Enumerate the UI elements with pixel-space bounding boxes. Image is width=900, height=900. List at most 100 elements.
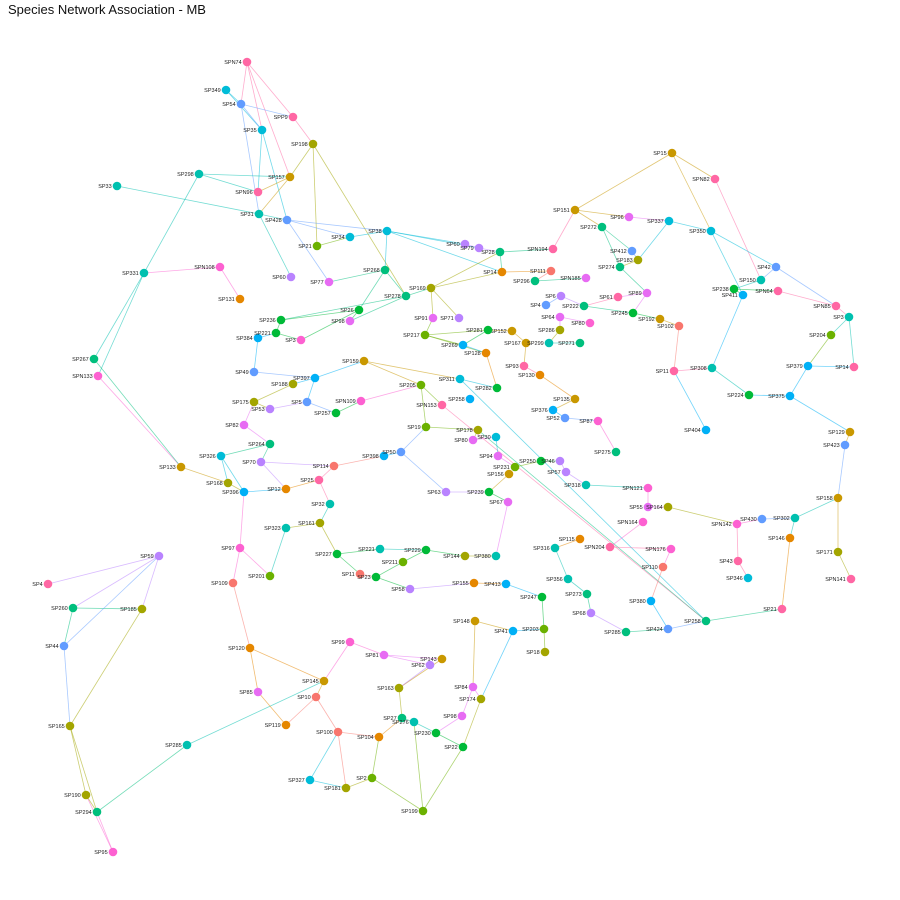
node-label: SP181 (324, 786, 341, 792)
node: SP111 (530, 266, 556, 276)
node-label: SP397 (293, 376, 310, 382)
node: SP135 (553, 394, 580, 404)
node: SP100 (316, 727, 343, 737)
edge (379, 548, 427, 551)
node-dot (729, 284, 739, 294)
node-label: SP227 (315, 552, 332, 558)
edge (794, 497, 839, 519)
node-label: SP311 (439, 377, 455, 383)
node-label: SP167 (504, 341, 521, 347)
node-dot (308, 139, 318, 149)
node-label: SP260 (51, 606, 68, 612)
node-dot (833, 493, 843, 503)
node-label: SP318 (564, 483, 581, 489)
node-label: SP35 (243, 128, 256, 134)
node: SP397 (293, 373, 320, 383)
node: SP285 (604, 627, 631, 637)
node: SP15 (653, 148, 677, 158)
node: SP204 (809, 330, 836, 340)
node-dot (655, 314, 665, 324)
node: SP61 (599, 292, 623, 302)
edge (269, 401, 308, 410)
node-label: SP94 (479, 454, 492, 460)
node: SP424 (646, 624, 673, 634)
edge (375, 576, 411, 590)
node: SP171 (816, 547, 843, 557)
node-label: SP145 (302, 679, 319, 685)
node: SP95 (94, 847, 118, 857)
edge (398, 687, 403, 719)
node-dot (253, 687, 263, 697)
edge (240, 103, 263, 131)
node: SP260 (51, 603, 78, 613)
edge (246, 61, 294, 118)
node-label: SP267 (72, 357, 89, 363)
node-label: SP38 (368, 229, 381, 235)
node-label: SP70 (242, 460, 255, 466)
node-label: SP264 (248, 442, 265, 448)
node-dot (757, 514, 767, 524)
edge (541, 596, 545, 630)
node-label: SP285 (165, 743, 182, 749)
node-label: SP67 (489, 500, 502, 506)
node-label: SP100 (316, 730, 333, 736)
edge (554, 538, 581, 549)
node: SP229 (404, 545, 431, 555)
node-label: SP169 (409, 286, 426, 292)
edge (424, 329, 489, 336)
node-label: SP111 (530, 269, 546, 275)
node-dot (345, 232, 355, 242)
edge (485, 352, 498, 389)
edge (232, 547, 241, 584)
edge (96, 744, 188, 813)
node-dot (401, 291, 411, 301)
node-dot (579, 301, 589, 311)
node-label: SP222 (562, 304, 579, 310)
node: SP168 (206, 478, 233, 488)
node: SP87 (579, 416, 603, 426)
edge (93, 358, 182, 468)
node-label: SP278 (384, 294, 401, 300)
node: SP32 (311, 499, 335, 509)
node-dot (803, 361, 813, 371)
edge (280, 309, 360, 321)
node: SP174 (459, 694, 486, 704)
edge (789, 365, 809, 397)
node-dot (235, 543, 245, 553)
node-label: SP26 (340, 308, 353, 314)
edge (96, 811, 114, 853)
node: SP222 (562, 301, 589, 311)
node-label: SP411 (722, 293, 738, 299)
node-label: SP302 (773, 516, 790, 522)
node: SP31 (240, 209, 264, 219)
node: SP12 (267, 484, 291, 494)
node: SPN142 (711, 519, 742, 529)
node-label: SP60 (272, 275, 285, 281)
node: SP199 (401, 806, 428, 816)
edge (384, 269, 407, 297)
edge (371, 736, 380, 779)
node-label: SP41 (494, 629, 507, 635)
node-dot (627, 246, 637, 256)
node-label: SP412 (610, 249, 627, 255)
edge (574, 209, 603, 228)
node-label: SP183 (616, 258, 633, 264)
edge (495, 501, 509, 557)
edge (711, 294, 744, 369)
edge (384, 230, 388, 271)
edge (650, 566, 664, 602)
node-label: SP31 (240, 212, 253, 218)
node: SP49 (235, 367, 259, 377)
node-label: SP135 (553, 397, 570, 403)
edge (69, 608, 143, 727)
node: SP119 (265, 720, 291, 730)
edge (601, 226, 621, 268)
edge (400, 451, 447, 493)
edge (249, 647, 325, 682)
node-dot (65, 721, 75, 731)
edge (286, 219, 388, 232)
node-dot (375, 544, 385, 554)
node: SP27 (383, 713, 407, 723)
node: SP298 (177, 169, 204, 179)
node-label: SP19 (407, 425, 420, 431)
